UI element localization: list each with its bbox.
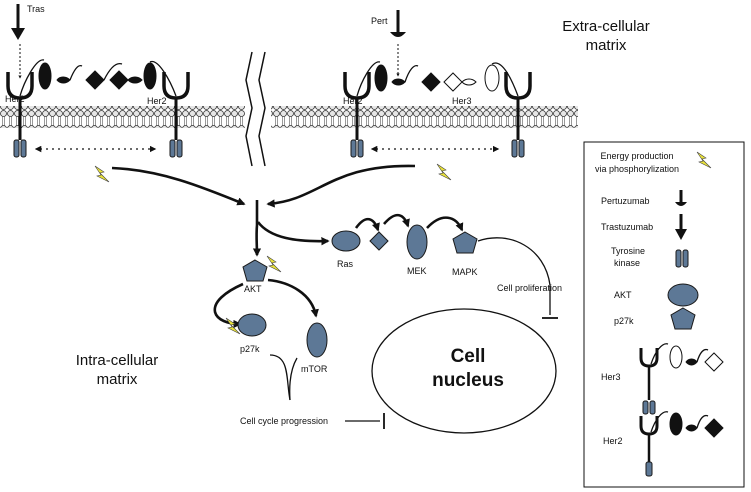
- ras-to-diamond-arrow: [354, 217, 380, 232]
- legend-her3-label: Her3: [601, 372, 621, 382]
- intracellular-label-1: Intra-cellular: [76, 352, 159, 369]
- her2-receptor-left-a: [6, 59, 83, 140]
- p27k-label: p27k: [240, 344, 260, 354]
- legend-trastuzumab-icon: [675, 214, 687, 240]
- legend-tyrosine-label-2: kinase: [614, 258, 640, 268]
- trastuzumab-icon: [11, 4, 25, 40]
- cell-nucleus: [371, 308, 557, 434]
- nucleus-label-2: nucleus: [432, 370, 504, 391]
- her3-receptor-right: [443, 62, 532, 140]
- tras-label: Tras: [27, 4, 45, 14]
- extracellular-label-1: Extra-cellular: [562, 18, 650, 35]
- tyrosine-kinase-left-a: [13, 139, 27, 158]
- energy-bolt-icon-left: [94, 165, 110, 183]
- nucleus-label-1: Cell: [451, 346, 486, 367]
- intracellular-label-2: matrix: [97, 371, 138, 388]
- ras-label: Ras: [337, 259, 354, 269]
- legend-energy-label-2: via phosphorylization: [595, 164, 679, 174]
- tyrosine-kinase-right-b: [511, 139, 525, 158]
- her2-domain-diamond-b: [109, 70, 129, 90]
- energy-bolt-icon-p27k: [225, 317, 241, 335]
- mtor-node: [306, 322, 328, 358]
- extracellular-label-2: matrix: [586, 37, 627, 54]
- legend-tyrosine-kinase-icon: [675, 249, 689, 268]
- her3-label-right: Her3: [452, 96, 472, 106]
- membrane-break: [245, 50, 271, 170]
- pert-label: Pert: [371, 16, 388, 26]
- legend-tyrosine-label-1: Tyrosine: [611, 246, 645, 256]
- akt-to-p27k-arrow: [213, 282, 244, 329]
- her2-domain-diamond-a: [85, 70, 105, 90]
- akt-node: [242, 259, 268, 282]
- mek-to-mapk-arrow: [426, 216, 464, 232]
- legend-energy-bolt-icon: [696, 151, 712, 169]
- her2-receptor-right: [343, 61, 419, 140]
- legend-her2-icon: [639, 411, 724, 477]
- legend-her3-icon: [639, 343, 724, 415]
- tyrosine-kinase-left-b: [169, 139, 183, 158]
- legend-energy-label-1: Energy production: [600, 151, 673, 161]
- mapk-label: MAPK: [452, 267, 478, 277]
- akt-label: AKT: [244, 284, 262, 294]
- ras-branch-arrow: [256, 221, 330, 246]
- cell-proliferation-label: Cell proliferation: [497, 283, 562, 293]
- legend-pertuzumab-icon: [675, 190, 687, 206]
- her2-label-left-b: Her2: [147, 96, 167, 106]
- mtor-to-cycle-line: [289, 357, 298, 401]
- her2-receptor-left-b: [103, 61, 190, 140]
- legend-p27k-icon: [670, 307, 696, 330]
- legend-akt-icon: [667, 283, 699, 307]
- mek-node: [406, 224, 428, 260]
- mek-label: MEK: [407, 266, 427, 276]
- legend-p27k-label: p27k: [614, 316, 634, 326]
- mtor-label: mTOR: [301, 364, 328, 374]
- right-signal-arrow: [266, 164, 416, 208]
- p27k-to-cycle-line: [269, 354, 291, 401]
- legend-akt-label: AKT: [614, 290, 632, 300]
- legend-pertuzumab-label: Pertuzumab: [601, 196, 650, 206]
- ras-node: [331, 230, 361, 252]
- cell-cycle-progression-label: Cell cycle progression: [240, 416, 328, 426]
- diamond-node: [369, 231, 389, 251]
- legend-her2-label: Her2: [603, 436, 623, 446]
- left-signal-arrow: [111, 166, 246, 206]
- tyrosine-kinase-right-a: [350, 139, 364, 158]
- p27k-node: [237, 313, 267, 337]
- her2-label-left-a: Her2: [5, 94, 25, 104]
- energy-bolt-icon-right: [436, 163, 452, 181]
- akt-to-mtor-arrow: [267, 278, 319, 318]
- pertuzumab-icon: [390, 10, 406, 37]
- diamond-to-mek-arrow: [383, 213, 410, 228]
- her2-label-right: Her2: [343, 96, 363, 106]
- her2-domain-diamond-right: [421, 72, 441, 92]
- cell-membrane: [0, 106, 578, 128]
- legend-trastuzumab-label: Trastuzumab: [601, 222, 653, 232]
- energy-bolt-icon-akt: [266, 255, 282, 273]
- mapk-proliferation-line: [477, 237, 551, 315]
- mapk-node: [452, 231, 478, 254]
